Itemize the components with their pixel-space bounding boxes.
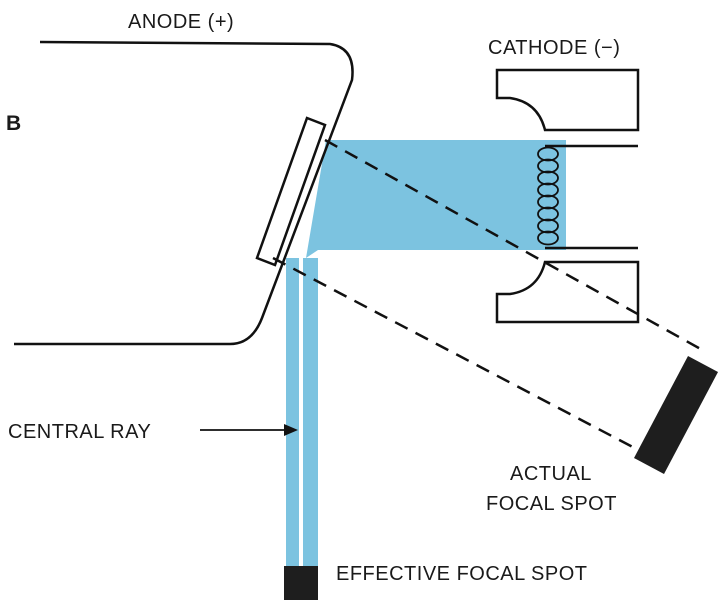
- filament-loop: [537, 182, 559, 198]
- filament-loop: [537, 206, 559, 222]
- filament-loop: [537, 158, 559, 174]
- anode-label: ANODE (+): [128, 11, 234, 33]
- filament-loop: [537, 230, 559, 246]
- panel-letter: B: [6, 112, 22, 135]
- filament-coil: [537, 146, 559, 246]
- projection-line-upper: [324, 138, 707, 354]
- electron-beam: [306, 140, 566, 258]
- cathode-lower-block: [495, 260, 640, 324]
- central-ray-arrowhead: [284, 424, 298, 436]
- anode-target: [255, 116, 327, 267]
- filament-loop: [537, 170, 559, 186]
- effective-focal-spot-label: EFFECTIVE FOCAL SPOT: [336, 563, 588, 585]
- anode-outline: [14, 40, 354, 346]
- filament-loop: [537, 194, 559, 210]
- actual-focal-spot: [634, 356, 718, 474]
- actual-focal-spot-label-line1: ACTUAL: [510, 463, 592, 485]
- projection-line-lower: [272, 256, 647, 456]
- actual-focal-spot-label-line2: FOCAL SPOT: [486, 493, 617, 515]
- filament-loop: [537, 146, 559, 162]
- cathode-label: CATHODE (−): [488, 37, 620, 59]
- cathode-upper-block: [495, 68, 640, 132]
- filament-loop: [537, 218, 559, 234]
- central-ray-label: CENTRAL RAY: [8, 421, 151, 443]
- effective-focal-spot: [284, 566, 318, 600]
